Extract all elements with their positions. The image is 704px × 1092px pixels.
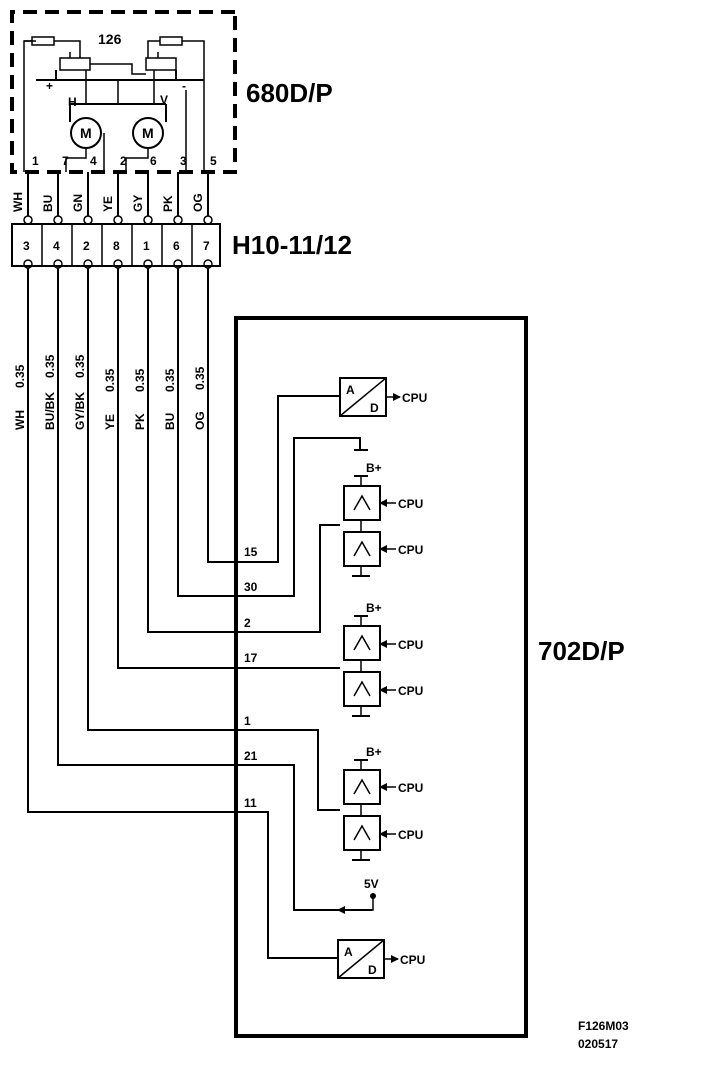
connector-pin-2: 2 [83, 239, 90, 253]
figure-id: F126M03 [578, 1019, 629, 1033]
motor-v-label: V [160, 93, 168, 107]
driver-2-supply: B+ [366, 601, 382, 615]
harness-wh-size: 0.35 [13, 364, 27, 388]
switch-unit-680dp: 680D/P 126 + - H V M M [10, 10, 333, 174]
adc-top-cpu: CPU [402, 391, 427, 405]
driver-group-3: B+ CPU CPU [343, 745, 423, 861]
connector-label: H10-11/12 [232, 230, 352, 260]
harness-ye-size: 0.35 [103, 368, 117, 392]
switch-unit-number: 126 [98, 31, 122, 47]
motor-h-symbol: M [80, 125, 92, 141]
harness-gybk-size: 0.35 [73, 354, 87, 378]
motor-v-symbol: M [142, 125, 154, 141]
slider-right [145, 57, 177, 71]
switch-to-connector-wires: WH BU GN YE GY PK OG [11, 172, 209, 216]
switch-unit-label: 680D/P [246, 78, 333, 108]
switch-pin-6: 6 [150, 154, 157, 168]
minus-sign: - [182, 79, 186, 93]
adc-bottom-d: D [368, 963, 377, 977]
harness-gybk-color: GY/BK [73, 392, 87, 430]
wire-color-wh: WH [11, 192, 25, 212]
driver-group-2: B+ CPU CPU [343, 601, 423, 717]
adc-top-d: D [370, 401, 379, 415]
ecu-pin-21: 21 [244, 749, 258, 763]
connector-pin-4: 4 [53, 239, 60, 253]
harness-bu-color: BU [163, 413, 177, 430]
harness-ye-color: YE [103, 414, 117, 430]
driver-2b-cpu: CPU [398, 684, 423, 698]
ecu-pin-11: 11 [244, 796, 257, 810]
wire-color-gy: GY [131, 195, 145, 212]
connector-pin-3: 3 [23, 239, 30, 253]
harness-bubk-size: 0.35 [43, 354, 57, 378]
harness-og-size: 0.35 [193, 366, 207, 390]
harness-wh-color: WH [13, 410, 27, 430]
harness-bubk-color: BU/BK [43, 392, 57, 430]
ref-5v-label: 5V [364, 877, 379, 891]
wire-color-pk: PK [161, 195, 175, 212]
connector-pin-8: 8 [113, 239, 120, 253]
harness-bu-size: 0.35 [163, 368, 177, 392]
ecu-pin-2: 2 [244, 616, 251, 630]
adc-top-a: A [346, 383, 355, 397]
harness-pk-size: 0.35 [133, 368, 147, 392]
adc-bottom: A D CPU [337, 939, 425, 979]
wire-color-ye: YE [101, 196, 115, 212]
switch-pin-5: 5 [210, 154, 217, 168]
harness-og-color: OG [193, 411, 207, 430]
driver-1a-cpu: CPU [398, 497, 423, 511]
motor-h-label: H [68, 95, 77, 109]
adc-bottom-a: A [344, 945, 353, 959]
slider-left [59, 57, 91, 71]
adc-bottom-cpu: CPU [400, 953, 425, 967]
reference-5v: 5V [337, 877, 379, 914]
driver-3a-cpu: CPU [398, 781, 423, 795]
switch-pin-7: 7 [62, 154, 69, 168]
connector-h10: 3 4 2 8 1 6 7 H10-11/12 [11, 215, 352, 269]
ecu-pin-1: 1 [244, 714, 251, 728]
connector-pin-7: 7 [203, 239, 210, 253]
harness-wires: WH 0.35 BU/BK 0.35 GY/BK 0.35 YE 0.35 PK… [13, 268, 372, 959]
switch-pin-2: 2 [120, 154, 127, 168]
wire-color-bu: BU [41, 195, 55, 212]
driver-3b-cpu: CPU [398, 828, 423, 842]
connector-pin-1: 1 [143, 239, 150, 253]
switch-pin-1: 1 [32, 154, 39, 168]
adc-top: A D CPU [339, 377, 427, 417]
driver-1-supply: B+ [366, 461, 382, 475]
control-unit-border [234, 316, 528, 1038]
date-code: 020517 [578, 1037, 618, 1051]
switch-pin-3: 3 [180, 154, 187, 168]
wire-color-gn: GN [71, 194, 85, 212]
plus-sign: + [46, 79, 53, 93]
ecu-pin-17: 17 [244, 651, 258, 665]
wire-color-og: OG [191, 193, 205, 212]
driver-1b-cpu: CPU [398, 543, 423, 557]
resistor-right [159, 36, 183, 46]
control-unit-702dp: 702D/P 15 30 2 17 1 21 11 A D CPU B+ CPU [234, 316, 625, 1038]
driver-3-supply: B+ [366, 745, 382, 759]
switch-pin-4: 4 [90, 154, 97, 168]
connector-pin-6: 6 [173, 239, 180, 253]
ecu-pin-15: 15 [244, 545, 258, 559]
ecu-pin-30: 30 [244, 580, 258, 594]
harness-pk-color: PK [133, 413, 147, 430]
driver-2a-cpu: CPU [398, 638, 423, 652]
driver-group-1: B+ CPU CPU [343, 449, 423, 577]
control-unit-label: 702D/P [538, 636, 625, 666]
